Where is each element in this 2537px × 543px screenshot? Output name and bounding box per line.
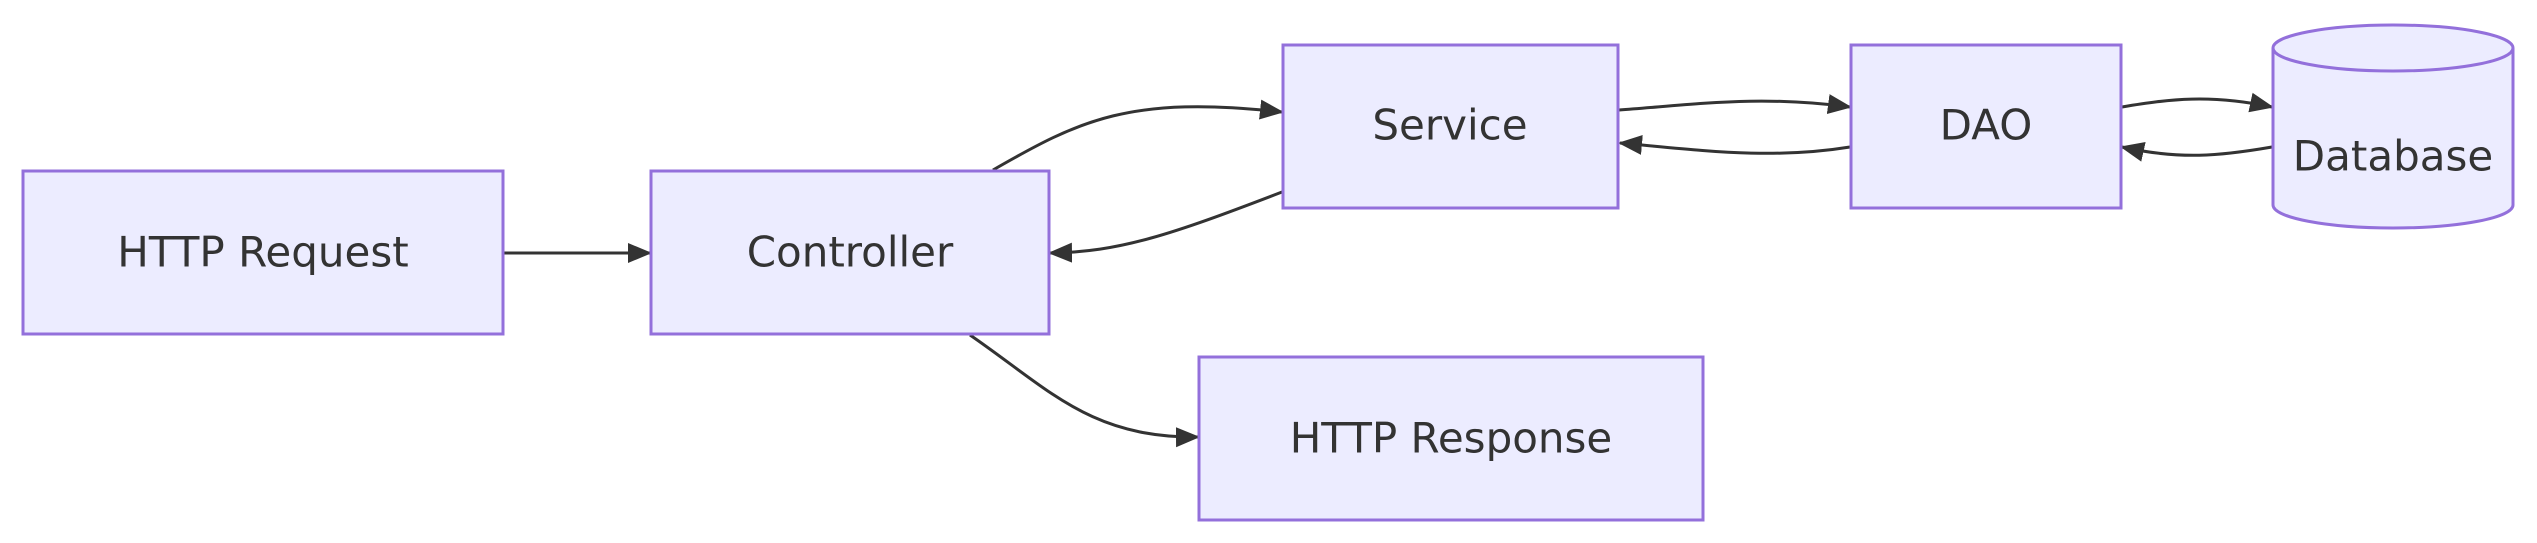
edge-service-to-controller (1048, 190, 1283, 263)
node-http-response-box (1197, 355, 1705, 522)
node-http-request-box (21, 169, 505, 336)
node-http-response: HTTP Response (1197, 355, 1705, 522)
node-http-request-label: HTTP Request (117, 228, 408, 277)
node-dao: DAO (1849, 43, 2123, 210)
node-service-label: Service (1372, 101, 1527, 150)
edge-service-to-dao (1618, 94, 1852, 115)
node-database-cylinder-top (2271, 47, 2515, 73)
node-dao-box (1849, 43, 2123, 210)
node-dao-label: DAO (1940, 101, 2033, 150)
node-controller: Controller (649, 169, 1051, 336)
node-database-cylinder (2271, 23, 2515, 230)
edges (503, 92, 2274, 448)
node-database: Database (2271, 23, 2515, 230)
node-controller-box (649, 169, 1051, 336)
edge-dao-to-database (2121, 92, 2274, 113)
edge-controller-to-service (992, 99, 1284, 172)
node-controller-label: Controller (747, 228, 954, 277)
node-service-box (1281, 43, 1620, 210)
node-http-response-label: HTTP Response (1290, 414, 1613, 463)
edge-database-to-dao (2120, 142, 2273, 162)
edge-controller-to-http-response (969, 333, 1200, 448)
edge-dao-to-service (1618, 134, 1851, 155)
node-database-label: Database (2293, 132, 2493, 181)
node-service: Service (1281, 43, 1620, 210)
node-http-request: HTTP Request (21, 169, 505, 336)
